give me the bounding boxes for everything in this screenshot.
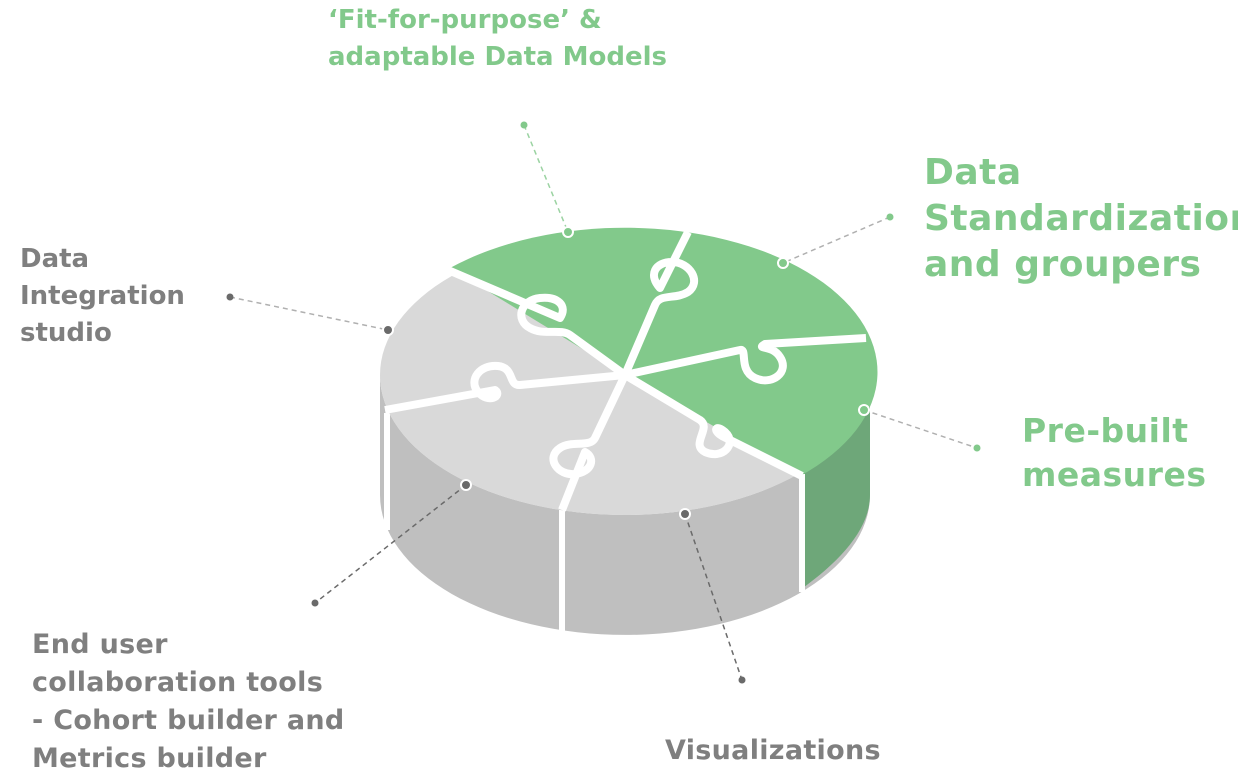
dot-data-standardization-outer (886, 213, 894, 221)
label-visualizations: Visualizations (665, 732, 881, 770)
label-end-user: End user collaboration tools - Cohort bu… (32, 626, 345, 778)
leader-fit-for-purpose (523, 124, 569, 233)
dot-data-standardization-inner (777, 257, 789, 269)
leader-dots (226, 121, 981, 684)
disc-top-green-wedge (450, 227, 878, 476)
separator-bottom-right (622, 371, 804, 480)
dot-pre-built-inner (858, 404, 870, 416)
puzzle-separators (384, 230, 867, 512)
label-data-standardization-line2: Standardization (924, 198, 1238, 239)
separator-top-left (446, 266, 628, 379)
label-pre-built-line1: Pre-built (1022, 411, 1189, 450)
label-fit-for-purpose: ‘Fit-for-purpose’ & adaptable Data Model… (328, 2, 667, 76)
leader-lines (229, 124, 978, 681)
label-fit-for-purpose-line1: ‘Fit-for-purpose’ & (328, 5, 602, 35)
dot-fit-for-purpose-inner (562, 226, 574, 238)
label-data-standardization: Data Standardization and groupers (924, 150, 1238, 288)
label-end-user-line1: End user (32, 629, 168, 660)
label-fit-for-purpose-line2: adaptable Data Models (328, 42, 668, 72)
label-data-integration-line3: studio (20, 318, 112, 348)
separator-right (624, 334, 867, 385)
dot-end-user-outer (311, 599, 319, 607)
label-end-user-line4: Metrics builder (32, 743, 267, 774)
leader-data-standardization (782, 216, 891, 264)
disc-side-gray (380, 375, 870, 635)
dot-end-user-inner (460, 479, 472, 491)
label-data-integration-line1: Data (20, 244, 90, 274)
separator-bottom (549, 373, 629, 512)
dot-visualizations-outer (738, 676, 746, 684)
label-data-standardization-line3: and groupers (924, 244, 1202, 285)
dot-pre-built-outer (973, 444, 981, 452)
separator-left (384, 361, 626, 414)
label-end-user-line3: - Cohort builder and (32, 705, 345, 736)
leader-end-user (314, 484, 467, 604)
leader-data-integration (229, 296, 389, 331)
leader-visualizations (684, 513, 743, 681)
separator-top (621, 230, 698, 377)
label-data-integration: Data Integration studio (20, 241, 185, 352)
label-visualizations-line1: Visualizations (665, 735, 881, 766)
label-data-standardization-line1: Data (924, 152, 1022, 193)
label-pre-built-line2: measures (1022, 455, 1207, 494)
dot-data-integration-outer (226, 293, 234, 301)
dot-fit-for-purpose-outer (520, 121, 528, 129)
dot-visualizations-inner (679, 508, 691, 520)
label-end-user-line2: collaboration tools (32, 667, 324, 698)
dot-data-integration-inner (382, 324, 394, 336)
leader-pre-built (863, 409, 978, 449)
label-pre-built: Pre-built measures (1022, 409, 1206, 497)
label-data-integration-line2: Integration (20, 281, 185, 311)
